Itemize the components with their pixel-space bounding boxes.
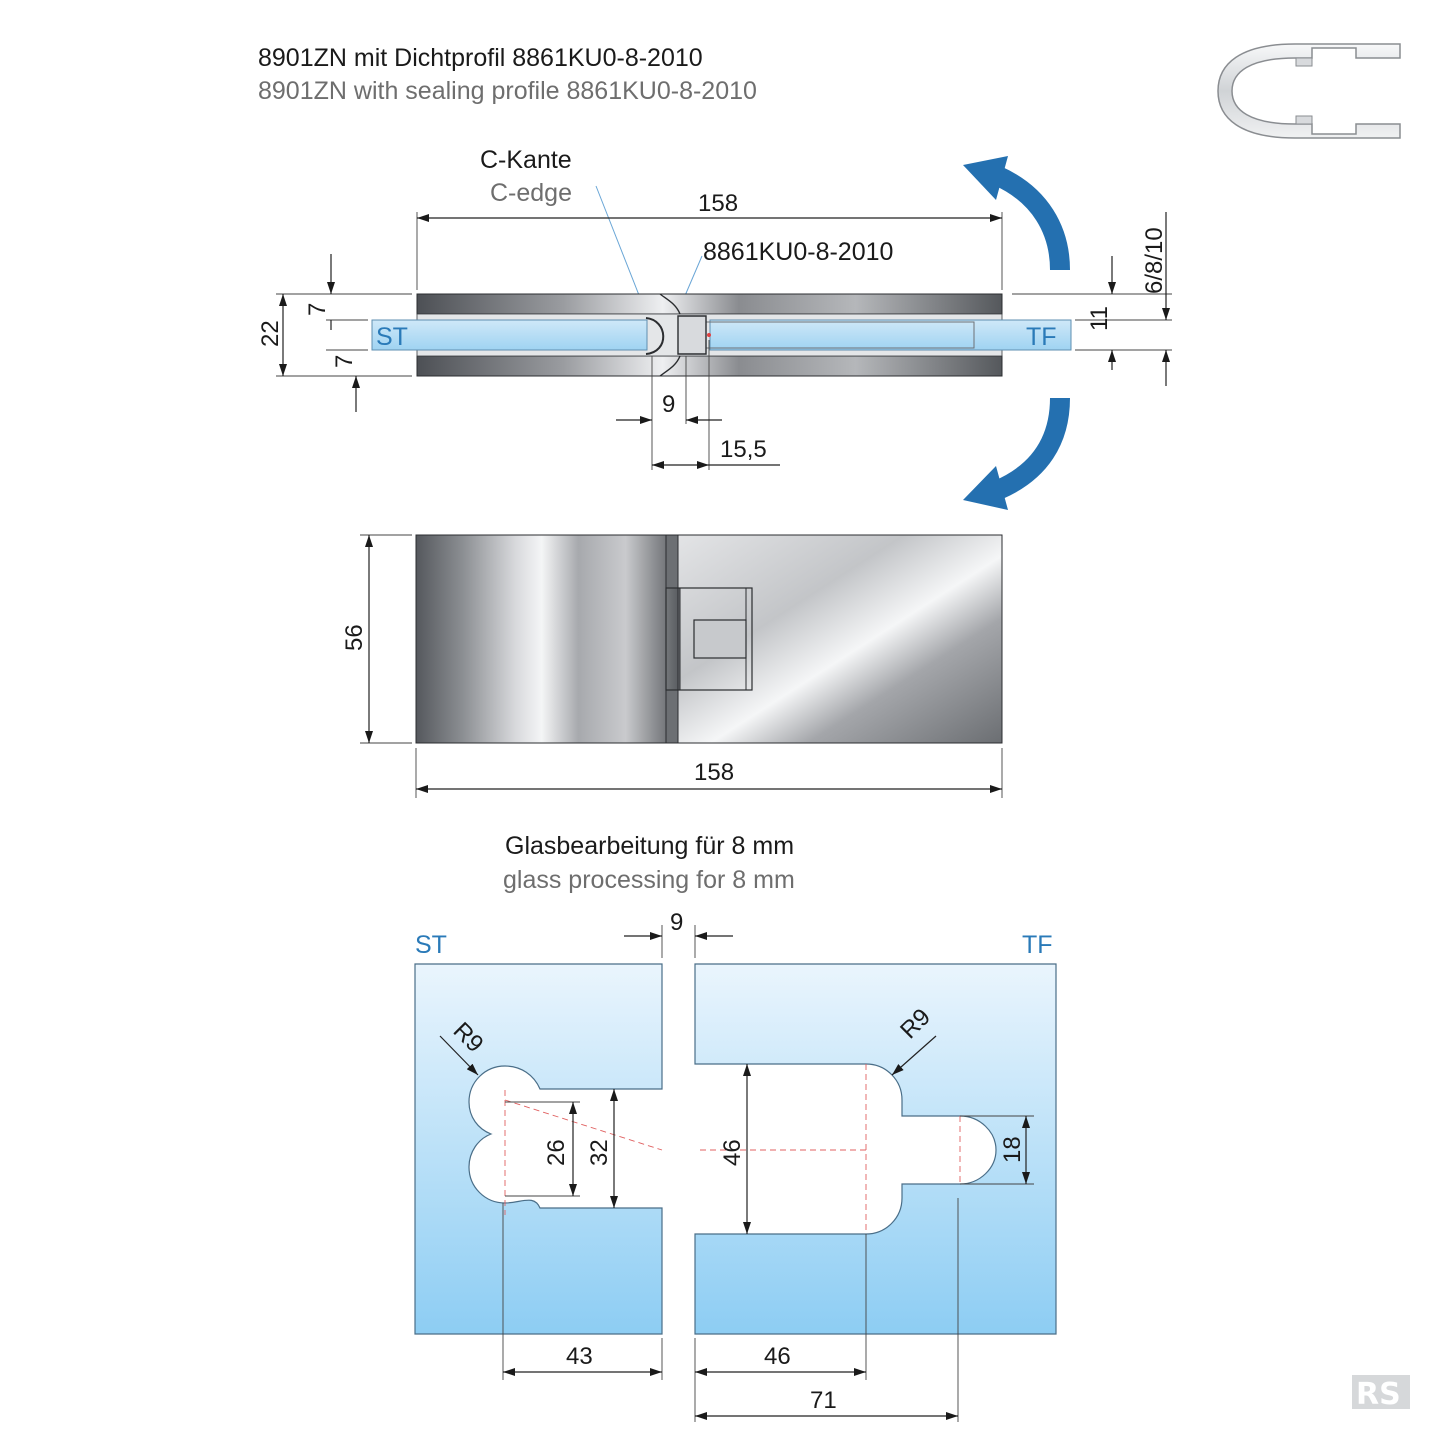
c-edge-label-de: C-Kante — [480, 146, 572, 174]
glass-st-label: ST — [415, 931, 447, 959]
glass-panel-tf — [694, 963, 1057, 1335]
glass-thickness-label: 6/8/10 — [1141, 227, 1168, 294]
glass-title-en: glass processing for 8 mm — [503, 866, 795, 894]
st-43-label: 43 — [566, 1343, 593, 1370]
title-de: 8901ZN mit Dichtprofil 8861KU0-8-2010 — [258, 44, 703, 72]
tf-radius-leader — [891, 1035, 937, 1076]
c-edge-label-en: C-edge — [490, 179, 572, 207]
glass-gap-label: 9 — [670, 909, 683, 936]
seal-15-label: 15,5 — [720, 436, 767, 463]
glass-tf-label: TF — [1022, 931, 1053, 959]
height-11-label: 11 — [1086, 306, 1113, 331]
title-en: 8901ZN with sealing profile 8861KU0-8-20… — [258, 77, 757, 105]
brand-logo-text: RS — [1356, 1377, 1401, 1412]
offset-lower-label: 7 — [331, 355, 358, 368]
tf-18-label: 18 — [999, 1136, 1026, 1163]
st-centerline — [504, 1099, 663, 1151]
st-label-section: ST — [376, 323, 408, 351]
offset-upper-label: 7 — [304, 303, 331, 316]
glass-panel-st — [414, 963, 663, 1335]
profile-code-label: 8861KU0-8-2010 — [703, 238, 893, 266]
hinge-front — [415, 534, 1003, 744]
glass-title-de: Glasbearbeitung für 8 mm — [505, 832, 794, 860]
rotation-arrow-up-icon — [963, 156, 1070, 271]
sealing-profile-icon — [1217, 43, 1401, 139]
height-22-label: 22 — [257, 320, 284, 347]
hinge-section — [371, 293, 1072, 377]
section-length-label: 158 — [698, 190, 738, 217]
brand-logo: RS — [1352, 1375, 1410, 1412]
front-height-label: 56 — [341, 624, 368, 651]
tf-label-section: TF — [1026, 323, 1057, 351]
gap-9-label: 9 — [662, 391, 675, 418]
tf-71-label: 71 — [810, 1387, 837, 1414]
tf-46-label: 46 — [719, 1139, 746, 1166]
st-26-label: 26 — [543, 1139, 570, 1166]
front-length-label: 158 — [694, 759, 734, 786]
st-radius-leader — [439, 1035, 479, 1076]
st-32-label: 32 — [586, 1139, 613, 1166]
tf-46-h-label: 46 — [764, 1343, 791, 1370]
rotation-arrow-down-icon — [963, 397, 1070, 510]
